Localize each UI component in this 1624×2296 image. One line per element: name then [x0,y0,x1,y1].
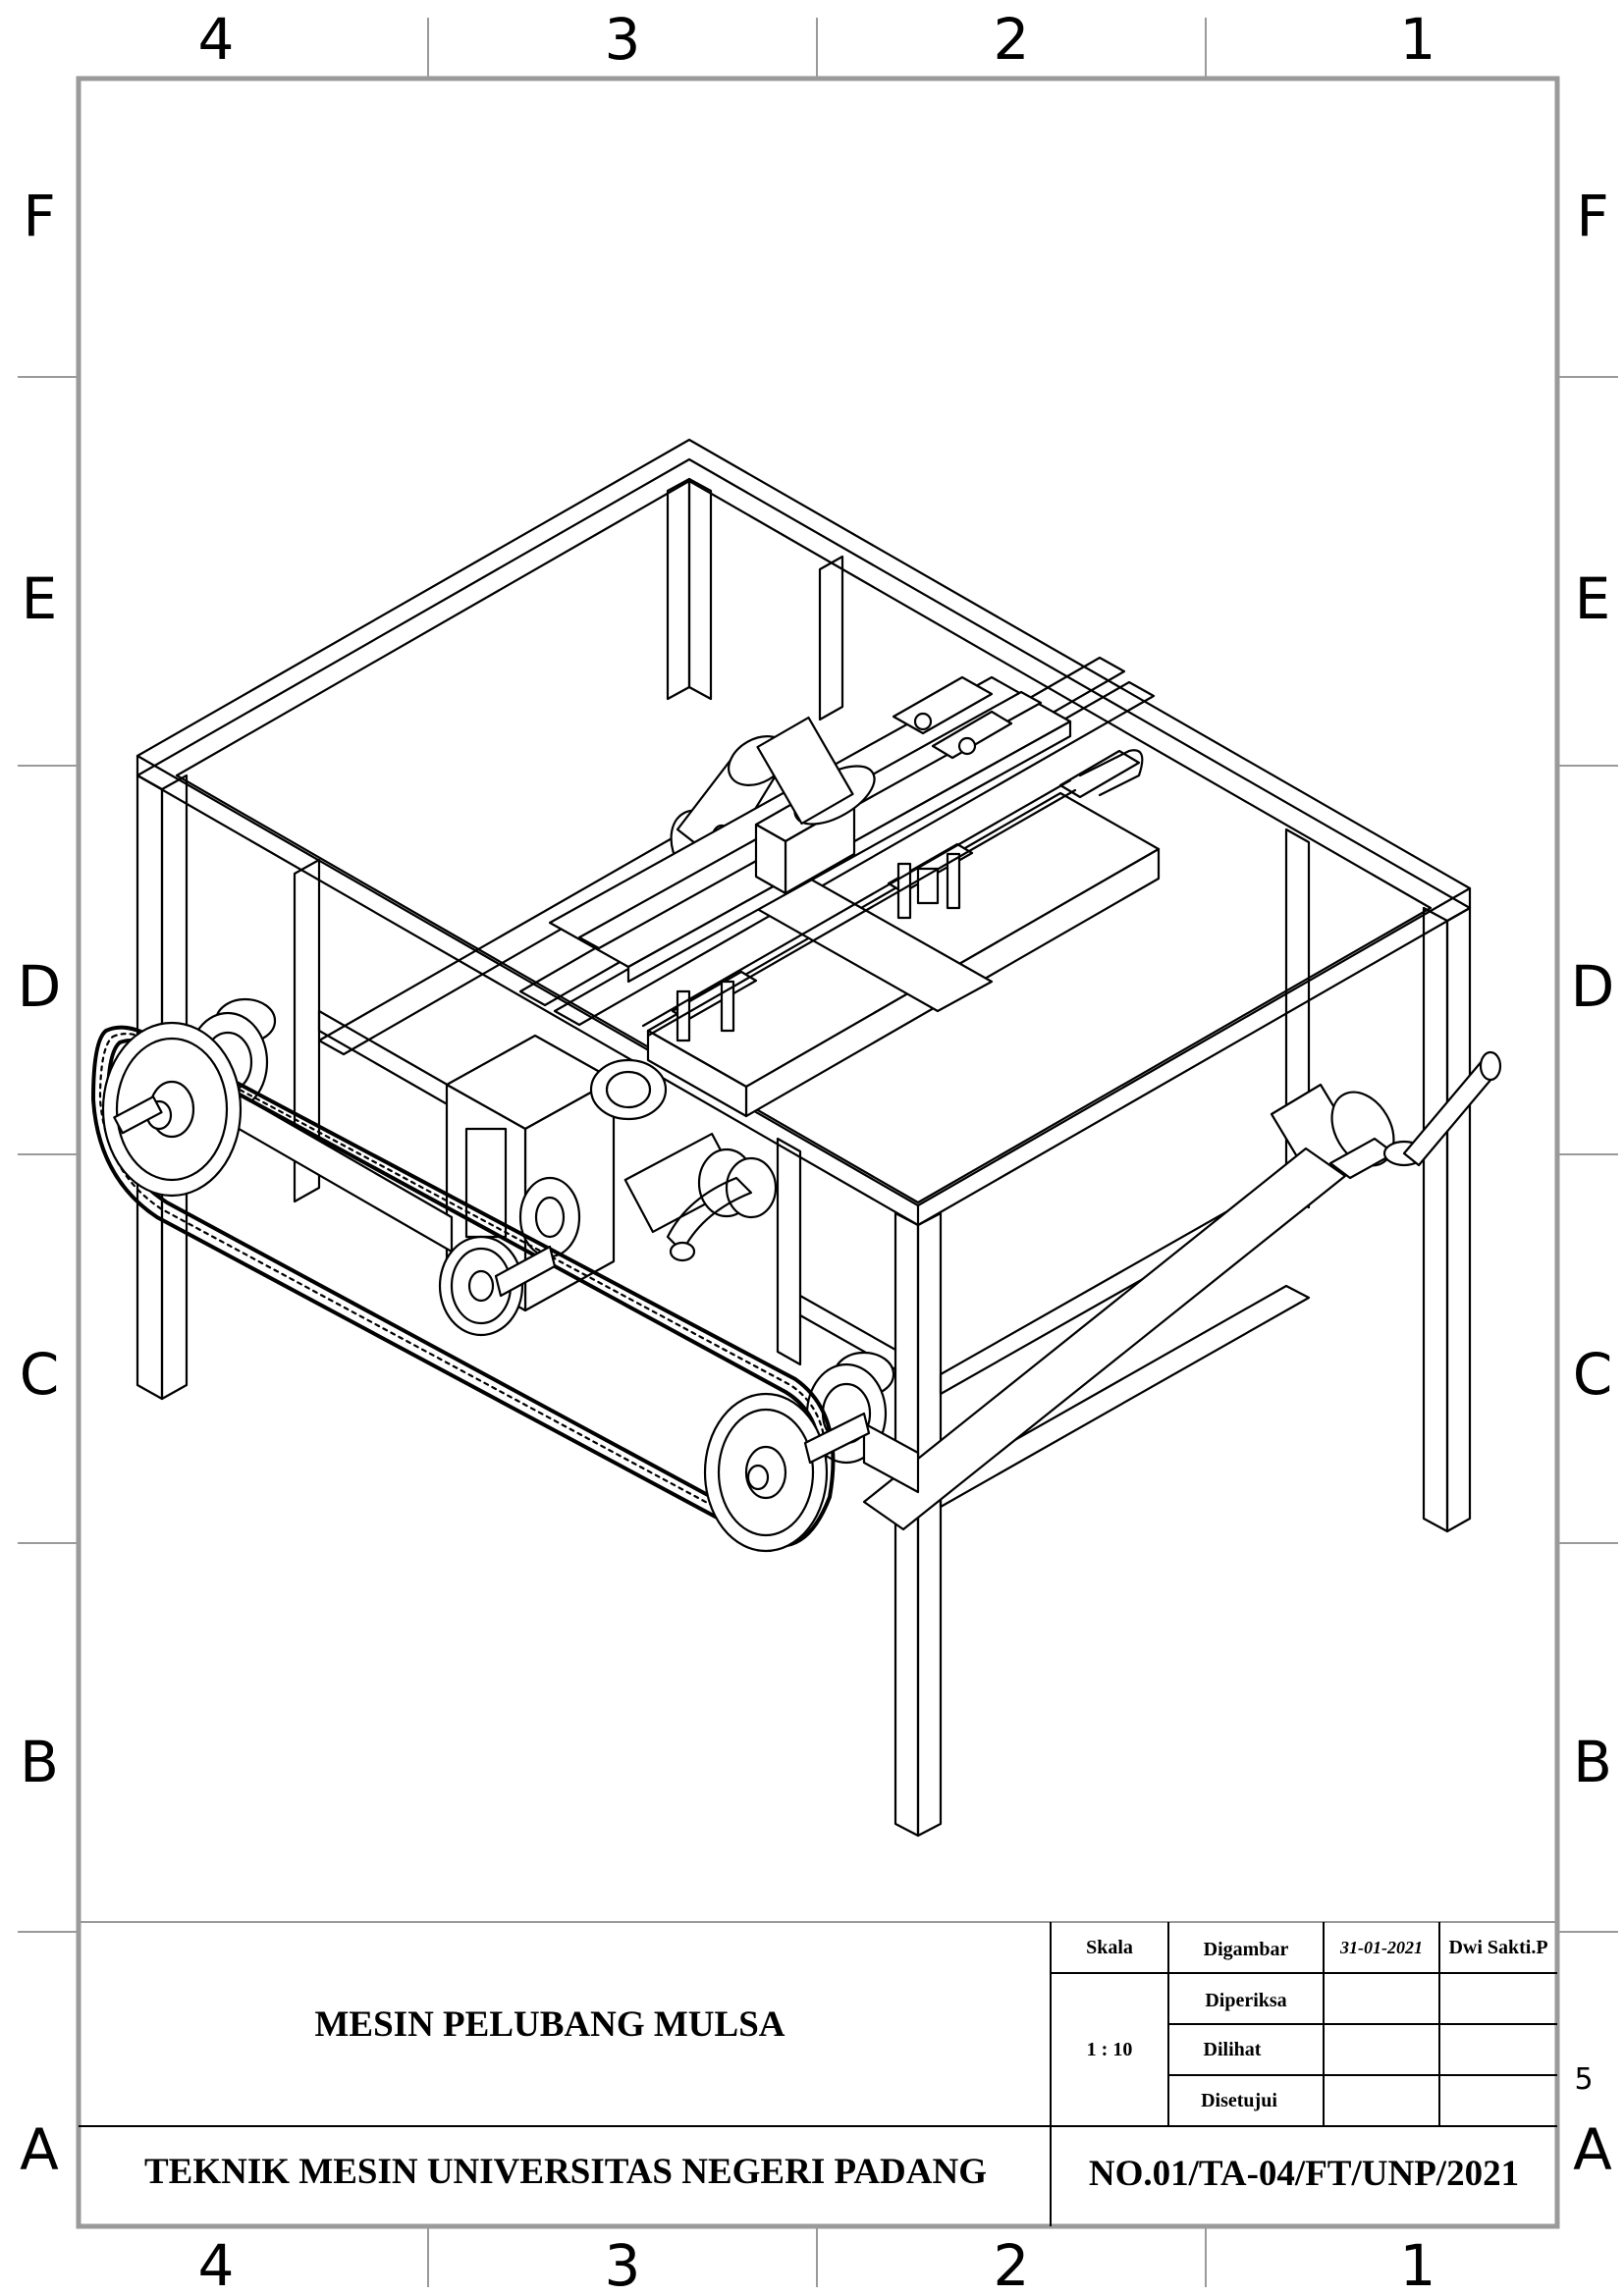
zone-row-left-b: B [20,1729,59,1795]
zone-row-left-c: C [20,1341,60,1408]
approved-label: Disetujui [1201,2090,1277,2111]
checked-label: Diperiksa [1205,1990,1286,2011]
zone-col-top-4: 4 [198,6,235,73]
zone-row-right-f: F [1576,183,1608,249]
zone-row-left-f: F [23,183,55,249]
zone-row-left-a: A [20,2116,59,2183]
drawing-title: MESIN PELUBANG MULSA [315,2004,785,2045]
machine-isometric-view [90,438,1502,1838]
organization-name: TEKNIK MESIN UNIVERSITAS NEGERI PADANG [144,2152,987,2192]
zone-col-bottom-4: 4 [198,2232,235,2296]
zone-col-top-1: 1 [1400,6,1436,73]
zone-col-bottom-3: 3 [605,2232,641,2296]
zone-row-right-c: C [1573,1341,1613,1408]
chain-drive [90,1021,871,1553]
zone-row-left-e: E [22,565,58,632]
front-roller-assembly [862,1050,1502,1531]
zone-col-top-3: 3 [605,6,641,73]
top-carriage [548,675,1144,984]
punch-spring-assemblies [641,778,1077,1042]
motor-and-belt [518,1132,778,1262]
zone-row-left-d: D [18,953,62,1020]
seen-label: Dilihat [1204,2039,1262,2060]
scale-label: Skala [1086,1937,1133,1958]
zone-col-top-2: 2 [994,6,1030,73]
drawn-date: 31-01-2021 [1339,1938,1423,1957]
scale-value: 1 : 10 [1087,2039,1133,2060]
drawn-label: Digambar [1204,1939,1289,1960]
zone-row-right-e: E [1575,565,1611,632]
title-block: MESIN PELUBANG MULSA TEKNIK MESIN UNIVER… [79,1921,1557,2226]
zone-ticks [18,18,1618,2287]
sheet-number: 5 [1574,2062,1593,2097]
drawing-number: NO.01/TA-04/FT/UNP/2021 [1089,2154,1519,2194]
drawn-by: Dwi Sakti.P [1448,1937,1547,1958]
zone-row-right-d: D [1571,953,1615,1020]
zone-col-bottom-2: 2 [994,2232,1030,2296]
zone-col-bottom-1: 1 [1400,2232,1436,2296]
zone-row-right-b: B [1573,1729,1612,1795]
zone-row-right-a: A [1573,2116,1612,2183]
